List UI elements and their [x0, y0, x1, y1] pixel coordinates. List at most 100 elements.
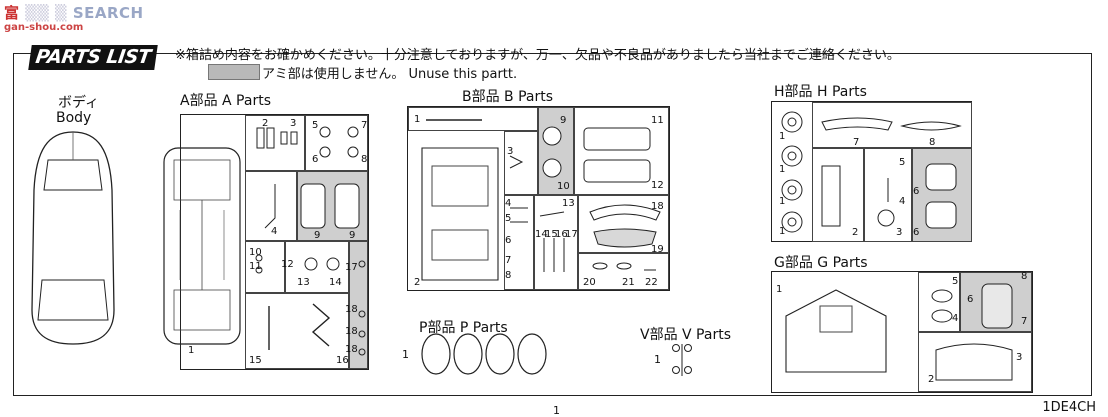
g-num-2: 2	[928, 374, 935, 385]
b-num-13: 13	[562, 198, 575, 209]
b-num-4: 4	[505, 198, 512, 209]
b-num-12: 12	[651, 180, 664, 191]
a-parts-drawings	[255, 126, 366, 356]
h-cell-3-4	[864, 148, 912, 242]
a-chassis-drawing	[163, 147, 241, 345]
h-num-1c: 1	[779, 196, 786, 207]
h-num-1b: 1	[779, 164, 786, 175]
h-num-8: 8	[929, 137, 936, 148]
h-parts-drawings	[781, 111, 962, 233]
p-tires-drawing	[421, 333, 547, 375]
b-num-21: 21	[622, 277, 635, 288]
a-cell-5-8	[305, 115, 368, 171]
h-parts-label: H部品 H Parts	[774, 84, 867, 100]
b-num-19: 19	[651, 244, 664, 255]
b-num-10: 10	[557, 181, 570, 192]
b-num-17: 17	[565, 229, 578, 240]
b-cell-1	[408, 107, 538, 131]
b-num-5: 5	[505, 213, 512, 224]
b-num-7: 7	[505, 255, 512, 266]
b-cell-13-17	[534, 195, 578, 290]
g-num-4: 4	[952, 313, 959, 324]
g-parts-label: G部品 G Parts	[774, 255, 868, 271]
g-num-3: 3	[1016, 352, 1023, 363]
page-number: 1	[553, 404, 560, 417]
a-num-1: 1	[188, 345, 195, 356]
a-num-18b: 18	[345, 326, 358, 337]
a-num-4: 4	[271, 226, 278, 237]
b-cell-9-10	[538, 107, 574, 195]
a-cell-4	[245, 171, 297, 241]
p-parts-label: P部品 P Parts	[419, 320, 508, 336]
parts-list-title: PARTS LIST	[28, 45, 158, 70]
v-num-1: 1	[654, 353, 661, 366]
a-num-14: 14	[329, 277, 342, 288]
a-num-9b: 9	[349, 230, 356, 241]
watermark-brand-left: 富	[4, 4, 20, 22]
watermark-site: gan-shou.com	[4, 22, 84, 33]
a-num-17: 17	[345, 262, 358, 273]
a-num-5: 5	[312, 120, 319, 131]
b-num-8: 8	[505, 270, 512, 281]
h-num-6b: 6	[913, 227, 920, 238]
a-parts-label: A部品 A Parts	[180, 93, 271, 109]
p-num-1: 1	[402, 348, 409, 361]
g-cell-4-5	[918, 272, 960, 332]
a-num-12: 12	[281, 259, 294, 270]
a-num-11: 11	[249, 261, 262, 272]
a-num-15: 15	[249, 355, 262, 366]
a-cell-2-3	[245, 115, 305, 171]
g-num-5: 5	[952, 276, 959, 287]
b-num-16: 16	[555, 229, 568, 240]
b-cell-4-8	[504, 195, 534, 290]
unuse-swatch	[208, 64, 260, 80]
body-label-en: Body	[56, 110, 92, 126]
v-parts-label: V部品 V Parts	[640, 327, 731, 343]
h-num-1a: 1	[779, 131, 786, 142]
b-num-3: 3	[507, 146, 514, 157]
b-num-6: 6	[505, 235, 512, 246]
unuse-text: アミ部は使用しません。 Unuse this partt.	[262, 67, 518, 82]
parts-list-frame	[13, 53, 1092, 396]
watermark-brand: SEARCH	[72, 4, 144, 22]
watermark: 富 ▒▒ ▒ SEARCH	[4, 4, 144, 22]
b-num-14: 14	[535, 229, 548, 240]
v-parts-drawing	[672, 344, 692, 376]
a-num-10: 10	[249, 247, 262, 258]
a-cell-13-14	[285, 241, 349, 293]
a-cell-10-12	[245, 241, 285, 293]
document-code: 1DE4CH	[1042, 400, 1096, 415]
a-num-6: 6	[312, 154, 319, 165]
b-num-22: 22	[645, 277, 658, 288]
a-num-8: 8	[361, 154, 368, 165]
h-cell-2	[812, 148, 864, 242]
b-num-20: 20	[583, 277, 596, 288]
h-num-2: 2	[852, 227, 859, 238]
a-num-18c: 18	[345, 344, 358, 355]
b-num-15: 15	[545, 229, 558, 240]
a-num-18a: 18	[345, 304, 358, 315]
a-num-2: 2	[262, 118, 269, 129]
body-label-jp: ボディ	[58, 95, 100, 111]
a-num-16: 16	[336, 355, 349, 366]
a-cell-15-16	[245, 293, 349, 369]
b-num-18: 18	[651, 201, 664, 212]
g-num-8: 8	[1021, 271, 1028, 282]
g-num-6: 6	[967, 294, 974, 305]
b-num-9: 9	[560, 115, 567, 126]
a-num-13: 13	[297, 277, 310, 288]
g-parts-drawings	[785, 283, 1013, 381]
b-cell-3	[504, 131, 538, 195]
h-num-4: 4	[899, 196, 906, 207]
b-parts-label: B部品 B Parts	[462, 89, 554, 105]
g-num-1: 1	[776, 284, 783, 295]
b-num-2: 2	[414, 277, 421, 288]
notice-text: ※箱詰め内容をお確かめください。十分注意しておりますが、万一、欠品や不良品があり…	[175, 48, 900, 63]
h-num-6a: 6	[913, 186, 920, 197]
g-cell-2-3	[918, 332, 1032, 392]
b-parts-drawings	[421, 119, 661, 281]
b-cell-20-22	[578, 253, 669, 290]
b-cell-11-12	[574, 107, 669, 195]
a-num-7: 7	[361, 120, 368, 131]
h-num-7: 7	[853, 137, 860, 148]
